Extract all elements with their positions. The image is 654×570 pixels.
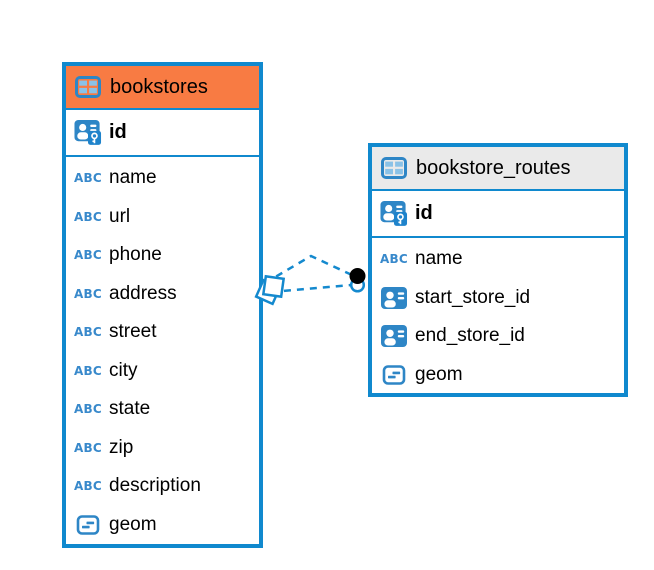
column-row[interactable]: geom <box>66 506 259 545</box>
column-row[interactable]: ABC street <box>66 313 259 352</box>
column-row[interactable]: ABC address <box>66 275 259 314</box>
column-name: end_store_id <box>415 325 525 347</box>
primary-key-icon <box>380 200 408 227</box>
column-list: ABC name ABC url ABC phone ABC address A… <box>66 157 259 546</box>
table-icon <box>380 157 408 179</box>
column-row[interactable]: end_store_id <box>372 317 624 356</box>
column-row[interactable]: start_store_id <box>372 279 624 318</box>
column-list: ABC name start_store_id <box>372 238 624 396</box>
table-name: bookstores <box>110 75 208 98</box>
table-header[interactable]: bookstores <box>66 66 259 110</box>
foreign-key-column-icon <box>380 325 408 348</box>
column-row[interactable]: ABC name <box>66 159 259 198</box>
column-row[interactable]: ABC city <box>66 352 259 391</box>
geometry-column-icon <box>74 514 102 536</box>
primary-key-icon <box>74 119 102 146</box>
relationship-line <box>264 254 353 285</box>
column-name: start_store_id <box>415 286 531 308</box>
column-row[interactable]: ABC name <box>372 240 624 279</box>
column-row-pk[interactable]: id <box>66 110 259 157</box>
text-column-icon: ABC <box>74 286 102 301</box>
table-name: bookstore_routes <box>416 156 571 179</box>
relationship-target-marker <box>349 268 366 293</box>
table-node-bookstores[interactable]: bookstores id ABC <box>62 62 263 548</box>
text-column-icon: ABC <box>74 209 102 224</box>
column-row-pk[interactable]: id <box>372 191 624 238</box>
column-name: zip <box>109 436 134 458</box>
column-row[interactable]: ABC phone <box>66 236 259 275</box>
table-icon <box>74 76 102 98</box>
column-name: id <box>109 121 127 143</box>
table-node-bookstore-routes[interactable]: bookstore_routes id ABC <box>368 143 628 397</box>
column-name: geom <box>109 513 157 535</box>
relationship-line <box>270 283 352 294</box>
table-header[interactable]: bookstore_routes <box>372 147 624 191</box>
text-column-icon: ABC <box>74 402 102 417</box>
column-name: name <box>109 167 157 189</box>
column-row[interactable]: ABC zip <box>66 429 259 468</box>
column-name: street <box>109 321 157 343</box>
column-name: address <box>109 282 177 304</box>
text-column-icon: ABC <box>74 479 102 494</box>
text-column-icon: ABC <box>380 252 408 267</box>
text-column-icon: ABC <box>74 248 102 263</box>
column-name: phone <box>109 244 162 266</box>
column-row[interactable]: ABC description <box>66 467 259 506</box>
column-name: state <box>109 398 151 420</box>
column-name: name <box>415 248 463 270</box>
column-name: id <box>415 202 433 224</box>
column-name: geom <box>415 363 463 385</box>
column-name: description <box>109 475 201 497</box>
foreign-key-column-icon <box>380 286 408 309</box>
column-row[interactable]: geom <box>372 356 624 395</box>
geometry-column-icon <box>380 364 408 386</box>
text-column-icon: ABC <box>74 440 102 455</box>
text-column-icon: ABC <box>74 363 102 378</box>
column-name: city <box>109 359 138 381</box>
text-column-icon: ABC <box>74 171 102 186</box>
column-name: url <box>109 205 131 227</box>
text-column-icon: ABC <box>74 325 102 340</box>
column-row[interactable]: ABC url <box>66 198 259 237</box>
column-row[interactable]: ABC state <box>66 390 259 429</box>
